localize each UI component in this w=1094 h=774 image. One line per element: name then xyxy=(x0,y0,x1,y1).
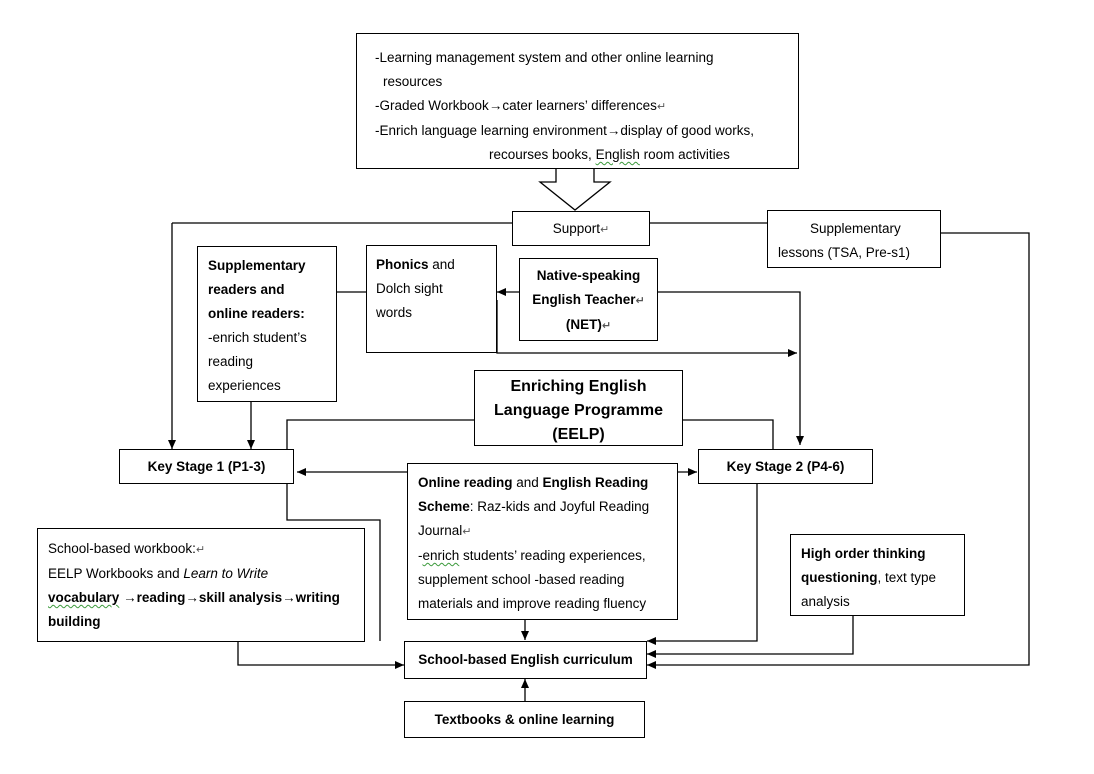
phonics-box: Phonics and Dolch sight words xyxy=(366,245,497,353)
arrow-icon: → xyxy=(185,590,199,605)
readers-line-3: experiences xyxy=(208,378,281,393)
arrow-phonics-to-right xyxy=(496,300,797,357)
key-stage-2-box: Key Stage 2 (P4-6) xyxy=(698,449,873,484)
arrow-workbook-to-curriculum xyxy=(237,642,404,669)
eelp-line-3: (EELP) xyxy=(552,426,605,443)
school-based-curriculum-box: School-based English curriculum xyxy=(404,641,647,679)
hot-line-2: questioning, text type xyxy=(801,570,937,585)
textbooks-box: Textbooks & online learning xyxy=(404,701,645,738)
supplementary-readers-box: Supplementary readers and online readers… xyxy=(197,246,337,402)
return-mark-icon: ↵ xyxy=(600,224,610,236)
readers-title-1: Supplementary xyxy=(208,258,306,273)
curriculum-label: School-based English curriculum xyxy=(418,652,633,667)
hot-line-1: High order thinking xyxy=(801,546,926,561)
return-mark-icon: ↵ xyxy=(462,526,472,538)
net-line-2: English Teacher↵ xyxy=(532,292,645,307)
return-mark-icon: ↵ xyxy=(195,544,206,556)
resources-line-3: -Graded Workbook→cater learners’ differe… xyxy=(375,98,667,113)
online-line-3: Journal↵ xyxy=(418,523,472,538)
line-eelp-right xyxy=(683,419,774,449)
online-line-4: -enrich students’ reading experiences, xyxy=(418,548,646,563)
workbook-line-2: EELP Workbooks and Learn to Write xyxy=(48,566,269,581)
hollow-arrow-resources-to-support xyxy=(538,168,612,211)
resources-box: -Learning management system and other on… xyxy=(356,33,799,169)
phonics-line-3: words xyxy=(376,305,413,320)
readers-line-2: reading xyxy=(208,354,254,369)
workbook-box: School-based workbook:↵ EELP Workbooks a… xyxy=(37,528,365,642)
higher-order-thinking-box: High order thinking questioning, text ty… xyxy=(790,534,965,616)
textbooks-label: Textbooks & online learning xyxy=(434,712,615,727)
phonics-line-1: Phonics and xyxy=(376,257,455,272)
arrow-icon: → xyxy=(488,98,503,113)
workbook-line-3: vocabulary →reading→skill analysis→writi… xyxy=(48,590,340,605)
arrow-supp-lessons-to-curriculum xyxy=(647,232,1030,669)
return-mark-icon: ↵ xyxy=(656,101,667,113)
readers-line-1: -enrich student’s xyxy=(208,330,307,345)
readers-title-2: readers and xyxy=(208,282,285,297)
hot-line-3: analysis xyxy=(801,594,850,609)
eelp-line-2: Language Programme xyxy=(494,402,663,419)
line-ks1-to-curriculum xyxy=(286,484,381,641)
supp-lessons-line-1: Supplementary xyxy=(810,221,901,236)
key-stage-1-label: Key Stage 1 (P1-3) xyxy=(147,459,266,474)
net-box: Native-speaking English Teacher↵ (NET)↵ xyxy=(519,258,658,341)
arrow-hot-to-curriculum xyxy=(647,616,854,658)
return-mark-icon: ↵ xyxy=(635,295,645,307)
key-stage-1-box: Key Stage 1 (P1-3) xyxy=(119,449,294,484)
supplementary-lessons-box: Supplementary lessons (TSA, Pre-s1) xyxy=(767,210,941,268)
support-label: Support xyxy=(552,221,601,236)
eelp-box: Enriching English Language Programme (EE… xyxy=(474,370,683,446)
supp-lessons-line-2: lessons (TSA, Pre-s1) xyxy=(778,245,911,260)
return-mark-icon: ↵ xyxy=(601,320,612,332)
online-line-6: materials and improve reading fluency xyxy=(418,596,647,611)
support-box: Support↵ xyxy=(512,211,650,246)
online-line-1: Online reading and English Reading xyxy=(418,475,649,490)
resources-line-1: -Learning management system and other on… xyxy=(375,50,714,65)
resources-line-2: resources xyxy=(383,74,443,89)
key-stage-2-label: Key Stage 2 (P4-6) xyxy=(726,459,845,474)
arrow-icon: → xyxy=(123,590,137,605)
online-line-2: Scheme: Raz-kids and Joyful Reading xyxy=(418,499,650,514)
line-eelp-left xyxy=(286,419,474,449)
resources-line-5: recourses books, English room activities xyxy=(489,147,730,162)
workbook-line-1: School-based workbook:↵ xyxy=(48,541,206,556)
arrow-icon: → xyxy=(606,123,621,138)
workbook-line-4: building xyxy=(48,614,101,629)
net-line-1: Native-speaking xyxy=(536,268,641,283)
arrow-net-to-ks2 xyxy=(658,291,804,445)
phonics-line-2: Dolch sight xyxy=(376,281,443,296)
resources-line-4: -Enrich language learning environment→di… xyxy=(375,123,754,138)
online-line-5: supplement school -based reading xyxy=(418,572,625,587)
readers-title-3: online readers: xyxy=(208,306,305,321)
online-reading-box: Online reading and English Reading Schem… xyxy=(407,463,678,620)
arrow-ks2-to-curriculum xyxy=(647,484,758,645)
eelp-line-1: Enriching English xyxy=(510,378,647,395)
arrow-icon: → xyxy=(282,590,296,605)
net-line-3: (NET)↵ xyxy=(565,317,612,332)
